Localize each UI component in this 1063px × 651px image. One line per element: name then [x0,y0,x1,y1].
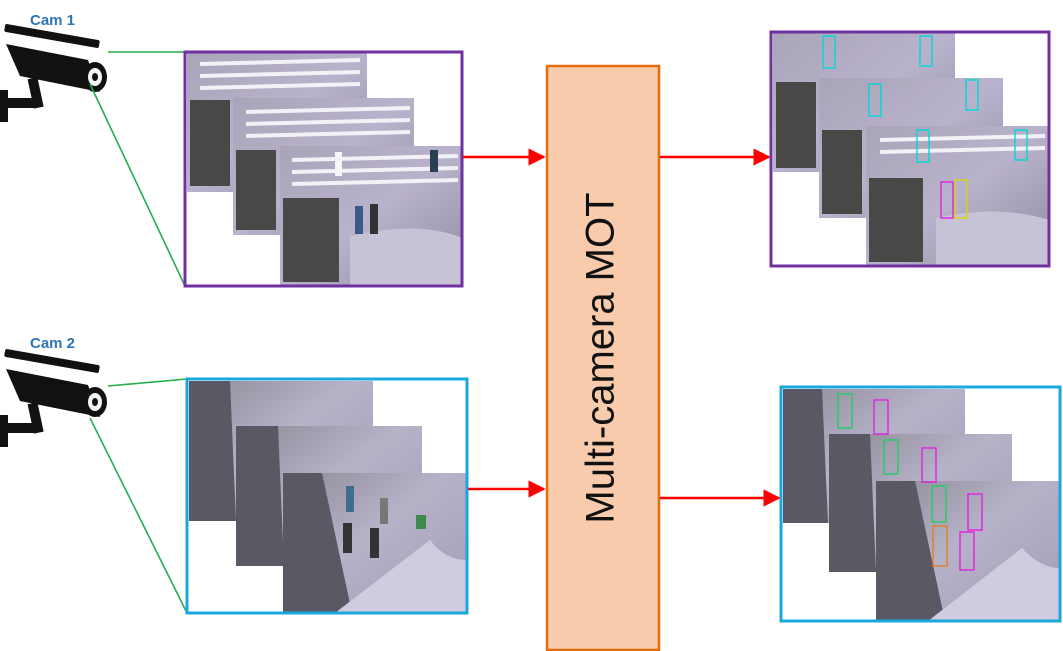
cam1-input-frames [183,50,464,288]
cam2-input-frames [185,377,469,615]
cam1-label: Cam 1 [30,12,76,29]
security-camera-icon [0,24,107,122]
cam2-label: Cam 2 [30,335,76,352]
cam2-fov-lines [89,378,188,614]
cam1-fov-lines [89,51,186,287]
multi-camera-mot-block: Multi-camera MOT [545,64,661,651]
mot-block-label: Multi-camera MOT [579,192,623,523]
cam2-tracked-frames [779,385,1062,623]
cam1-tracked-frames [769,30,1051,268]
security-camera-icon [0,349,107,447]
